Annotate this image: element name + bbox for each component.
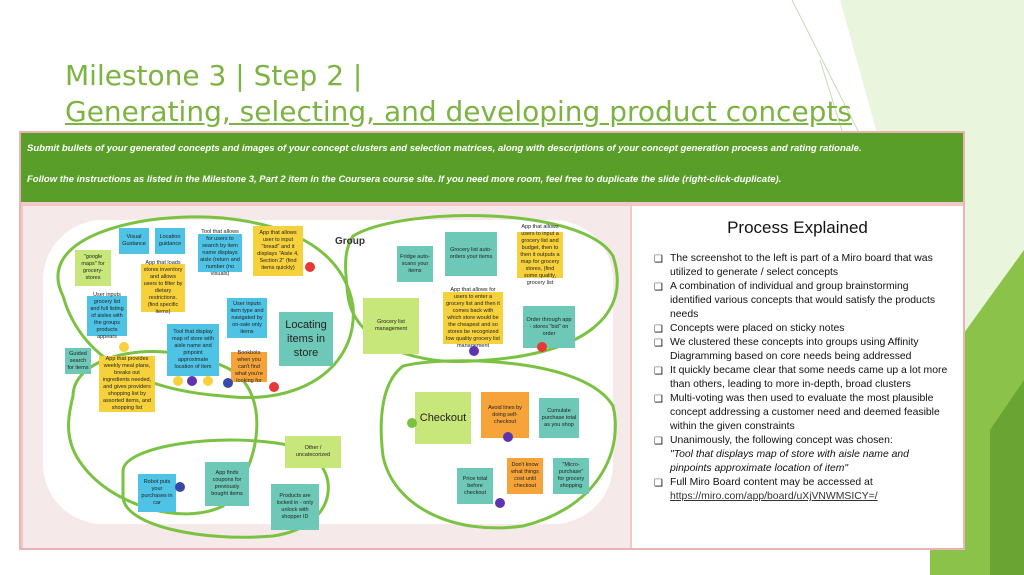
sticky-note: Locating items in store (279, 312, 333, 366)
sticky-note: Cumulate purchase total as you shop (539, 398, 579, 438)
checkbox-bullet-icon: ❑ (654, 394, 663, 405)
bullet-item: ❑We clustered these concepts into groups… (654, 337, 919, 362)
bullet-item: ❑A combination of individual and group b… (654, 281, 936, 320)
vote-dot (187, 376, 197, 386)
sticky-note: App that loads stores inventory and allo… (141, 260, 185, 315)
sticky-note: Grocery list auto-orders your items (445, 232, 497, 276)
sticky-note: Tool that allows for users to search by … (198, 229, 242, 277)
bullet-item: ❑The screenshot to the left is part of a… (654, 253, 933, 278)
sticky-note: Products are locked in - only unlock wit… (271, 484, 319, 530)
sticky-note: Grocery list management (363, 298, 419, 354)
checkbox-bullet-icon: ❑ (654, 282, 663, 293)
bullet-item: ❑Unanimously, the following concept was … (654, 435, 909, 474)
banner-line-1: Submit bullets of your generated concept… (27, 143, 862, 154)
title-line-1: Milestone 3 | Step 2 | (65, 59, 363, 92)
sticky-note: "google maps" for grocery-stores (75, 250, 111, 286)
process-explained-panel: Process Explained ❑The screenshot to the… (632, 206, 963, 548)
checkbox-bullet-icon: ❑ (654, 324, 663, 335)
sticky-note: App that allows user to input "bread" an… (253, 226, 303, 276)
bullet-item: ❑Multi-voting was then used to evaluate … (654, 393, 940, 432)
bullet-item: ❑Full Miro Board content may be accessed… (654, 477, 878, 502)
miro-board-screenshot: Group "google maps" for grocery-stores V… (23, 206, 630, 548)
sticky-note: "Micro-purchase" for grocery shopping (553, 458, 589, 494)
sticky-note: Guided search for items (65, 348, 91, 374)
sticky-note: Robot puts your purchases in car (138, 474, 176, 512)
vote-dot (119, 342, 129, 352)
checkbox-bullet-icon: ❑ (654, 366, 663, 377)
panel-title: Process Explained (727, 218, 868, 237)
title-line-2: Generating, selecting, and developing pr… (65, 95, 853, 128)
vote-dot (469, 346, 479, 356)
sticky-note: Avoid lines by doing self-checkout (481, 392, 529, 438)
bullet-item: ❑It quickly became clear that some needs… (654, 365, 948, 390)
sticky-note: Price total before checkout (457, 468, 493, 504)
bullet-item: ❑Concepts were placed on sticky notes (654, 323, 845, 335)
sticky-note: App finds coupons for previously bought … (205, 462, 249, 506)
vote-dot (223, 378, 233, 388)
vote-dot (175, 482, 185, 492)
vote-dot (503, 432, 513, 442)
vote-dot (269, 382, 279, 392)
sticky-note: Tool that display map of store with aisl… (167, 324, 219, 376)
sticky-note: App that allows for users to enter a gro… (443, 287, 503, 349)
sticky-note: Order through app - stores "bid" on orde… (523, 306, 575, 348)
vote-dot (537, 342, 547, 352)
slide-title: Milestone 3 | Step 2 | Generating, selec… (65, 58, 852, 130)
sticky-note: Fridge auto-scans your items (397, 246, 433, 282)
sticky-note: User inputs grocery list and full listin… (87, 292, 127, 340)
instructions-banner: Submit bullets of your generated concept… (21, 133, 963, 202)
sticky-note: Location guidance (155, 228, 185, 254)
sticky-note: Visual Guidance (119, 228, 149, 254)
sticky-note: App that allows users to input a grocery… (517, 224, 563, 286)
vote-dot (203, 376, 213, 386)
process-bullets: ❑The screenshot to the left is part of a… (632, 252, 963, 504)
sticky-note: App that provides weekly meal plans, bre… (99, 356, 155, 412)
sticky-note: Checkout (415, 392, 471, 444)
vote-dot (407, 418, 417, 428)
sticky-note: Bookbots when you can't find what you're… (231, 350, 267, 384)
vote-dot (495, 498, 505, 508)
sticky-note: User inputs item type and navigated by o… (227, 298, 267, 338)
group-label: Group (335, 236, 365, 247)
miro-board-link[interactable]: https://miro.com/app/board/uXjVNWMSICY=/ (670, 491, 878, 502)
vote-dot (173, 376, 183, 386)
checkbox-bullet-icon: ❑ (654, 436, 663, 447)
vote-dot (305, 262, 315, 272)
banner-line-2: Follow the instructions as listed in the… (27, 174, 782, 185)
chosen-concept-quote: "Tool that displays map of store with ai… (670, 449, 909, 474)
checkbox-bullet-icon: ❑ (654, 338, 663, 349)
checkbox-bullet-icon: ❑ (654, 254, 663, 265)
sticky-note: Other / uncatecorized (285, 436, 341, 468)
checkbox-bullet-icon: ❑ (654, 478, 663, 489)
sticky-note: Don't know what things cost until checko… (507, 458, 543, 494)
